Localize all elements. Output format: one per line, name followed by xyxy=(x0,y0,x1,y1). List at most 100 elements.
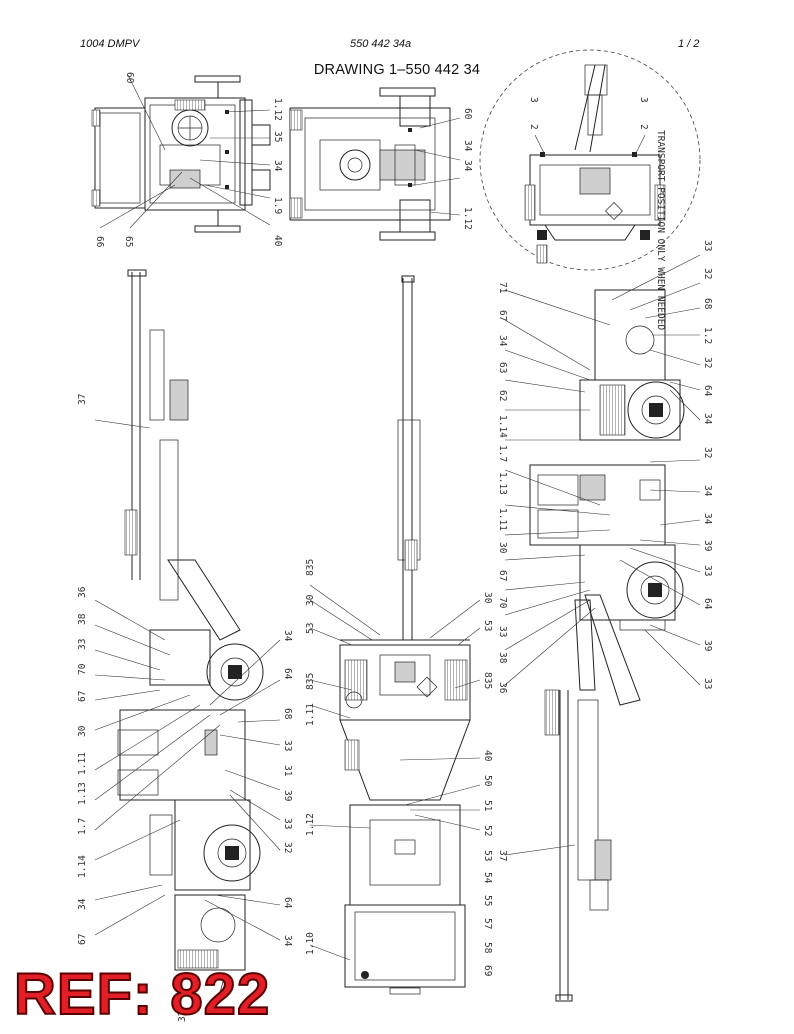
callout: 34 xyxy=(77,898,88,910)
callout: 1.13 xyxy=(497,472,508,495)
callout: 55 xyxy=(482,895,493,906)
callout: 64 xyxy=(282,897,293,909)
callout: 64 xyxy=(702,385,713,397)
callout: 1.12 xyxy=(462,207,473,230)
callout: 33 xyxy=(77,639,88,650)
callout: 51 xyxy=(482,800,493,812)
callout: 34 xyxy=(272,160,283,172)
top-left-leaders xyxy=(99,74,271,229)
callout: 30 xyxy=(497,542,508,554)
callout: 30 xyxy=(305,594,316,606)
callout: 32 xyxy=(702,268,713,279)
top-left-callouts: 60 1.12 35 34 1.9 40 65 66 xyxy=(94,72,283,248)
callout: 33 xyxy=(702,240,713,251)
callout: 1.12 xyxy=(305,813,316,836)
callout: 57 xyxy=(482,918,493,929)
right-side-leaders xyxy=(504,254,701,856)
callout: 71 xyxy=(497,282,508,294)
callout: 1.10 xyxy=(305,932,316,955)
callout: 34 xyxy=(702,513,713,525)
callout: 2 xyxy=(528,124,539,130)
top-middle-leaders xyxy=(414,117,461,216)
callout: 66 xyxy=(94,236,105,248)
callout: 39 xyxy=(702,540,713,552)
callout: 38 xyxy=(77,613,88,625)
callout: 2 xyxy=(638,124,649,130)
callout: 63 xyxy=(497,362,508,373)
callout: 62 xyxy=(497,390,508,401)
callout: 60 xyxy=(124,72,135,84)
callout: 53 xyxy=(482,850,493,861)
callout: 54 xyxy=(482,872,493,884)
middle-plan-view xyxy=(339,275,471,995)
middle-plan-callouts: 835 30 53 835 1.11 1.12 1.10 30 53 835 4… xyxy=(305,559,493,977)
callout: 35 xyxy=(272,131,283,142)
callout: 38 xyxy=(497,652,508,664)
callout: 60 xyxy=(462,108,473,120)
callout: 1.7 xyxy=(77,818,88,835)
callout: 33 xyxy=(702,678,713,689)
callout: 32 xyxy=(702,447,713,458)
callout: 64 xyxy=(282,668,293,680)
callout: 34 xyxy=(702,485,713,497)
callout: 58 xyxy=(482,942,493,954)
right-side-view xyxy=(529,289,685,1002)
callout: 32 xyxy=(282,842,293,853)
callout: 52 xyxy=(482,825,493,836)
top-left-view xyxy=(91,75,271,233)
callout: 53 xyxy=(305,623,316,634)
transport-position-note: TRANSPORT POSITION ONLY WHEN NEEDED xyxy=(655,130,666,330)
callout: 34 xyxy=(282,630,293,642)
callout: 30 xyxy=(482,592,493,604)
callout: 36 xyxy=(497,682,508,694)
callout: 1.9 xyxy=(272,197,283,214)
drawing-title: DRAWING 1–550 442 34 xyxy=(313,62,481,78)
callout: 1.14 xyxy=(497,415,508,438)
left-side-leaders xyxy=(94,419,281,941)
callout: 37 xyxy=(77,394,88,405)
callout: 53 xyxy=(482,620,493,631)
callout: 50 xyxy=(482,775,493,787)
callout: 33 xyxy=(282,740,293,751)
callout: 40 xyxy=(482,750,493,762)
callout: 30 xyxy=(77,725,88,737)
callout: 1.12 xyxy=(272,98,283,121)
callout: 32 xyxy=(702,357,713,368)
callout: 1.7 xyxy=(497,445,508,462)
left-side-view xyxy=(117,269,264,1011)
callout: 64 xyxy=(702,598,713,610)
callout: 70 xyxy=(497,597,508,609)
top-middle-callouts: 60 34 34 1.12 xyxy=(462,108,473,230)
left-side-callouts: 37 36 38 33 70 67 30 1.11 1.13 1.7 1.14 … xyxy=(77,394,293,1022)
callout: 68 xyxy=(282,708,293,720)
header-document-number: 550 442 34a xyxy=(350,38,412,50)
callout: 67 xyxy=(497,310,508,321)
callout: 65 xyxy=(123,236,134,247)
callout: 1.13 xyxy=(77,782,88,805)
callout: 39 xyxy=(702,640,713,652)
callout: 1.11 xyxy=(77,752,88,775)
callout: 835 xyxy=(482,672,493,689)
callout: 1.2 xyxy=(702,327,713,344)
callout: 69 xyxy=(482,965,493,977)
callout: 70 xyxy=(77,663,88,675)
callout: 835 xyxy=(305,673,316,690)
callout: 33 xyxy=(702,565,713,576)
callout: 67 xyxy=(77,934,88,945)
callout: 34 xyxy=(702,413,713,425)
callout: 39 xyxy=(282,790,293,802)
callout: 37 xyxy=(497,850,508,861)
callout: 34 xyxy=(462,140,473,152)
callout: 1.11 xyxy=(305,703,316,726)
callout: 34 xyxy=(282,935,293,947)
callout: 36 xyxy=(77,586,88,598)
callout: 67 xyxy=(497,570,508,581)
callout: 835 xyxy=(305,559,316,576)
header-model: 1004 DMPV xyxy=(80,38,140,50)
callout: 3 xyxy=(638,97,649,103)
callout: 1.11 xyxy=(497,508,508,531)
callout: 40 xyxy=(272,235,283,247)
callout: 31 xyxy=(282,765,293,777)
right-side-callouts: 71 67 34 63 62 1.14 1.7 1.13 1.11 30 67 … xyxy=(497,240,713,861)
